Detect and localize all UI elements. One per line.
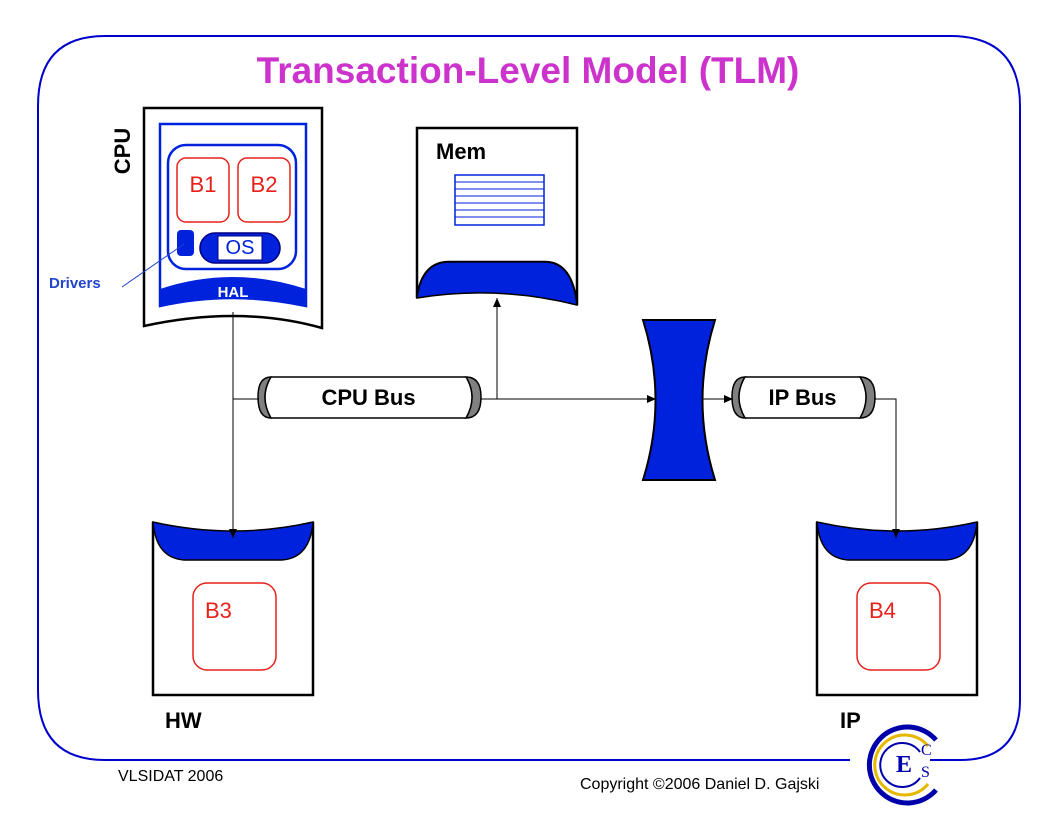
logo-letter-s: S	[921, 764, 930, 781]
ip-bus-interface	[816, 521, 978, 561]
logo-letter-e: E	[896, 752, 913, 778]
drivers-pointer	[121, 243, 185, 288]
hal-label: HAL	[217, 284, 249, 301]
block-b1	[176, 157, 230, 223]
cpu-label: CPU	[110, 127, 136, 175]
block-b1-label: B1	[189, 172, 217, 197]
slide-title: Transaction-Level Model (TLM)	[256, 50, 800, 91]
drivers-label: Drivers	[49, 275, 101, 292]
driver-block	[177, 230, 194, 256]
block-b3-label: B3	[205, 598, 232, 623]
bus-bridge	[641, 319, 717, 481]
footer-copyright: Copyright ©2006 Daniel D. Gajski	[580, 776, 820, 793]
cpu-bus	[257, 376, 482, 419]
mem-label: Mem	[436, 139, 487, 164]
os-label: OS	[225, 237, 255, 259]
mem-component	[415, 126, 579, 306]
ip-component	[815, 521, 979, 697]
ip-bus-to-ip-line	[875, 398, 900, 538]
connections	[229, 298, 900, 538]
block-b2-label: B2	[250, 172, 278, 197]
block-b3	[192, 582, 277, 671]
hw-component	[151, 521, 315, 697]
logo-letter-c-top: C	[921, 742, 932, 759]
ip-bus	[731, 376, 876, 419]
cecs-logo	[866, 724, 938, 806]
slide-frame	[37, 35, 1021, 761]
cpu-bus-label: CPU Bus	[321, 385, 416, 410]
os-label-box	[217, 235, 263, 261]
block-b2	[237, 157, 291, 223]
footer-left: VLSIDAT 2006	[118, 768, 224, 785]
ip-bus-label: IP Bus	[768, 385, 837, 410]
hw-bus-interface	[152, 521, 314, 561]
ip-label: IP	[840, 708, 861, 733]
block-b4	[856, 582, 941, 671]
hw-label: HW	[165, 708, 202, 733]
block-b4-label: B4	[869, 598, 896, 623]
hal-band	[160, 277, 306, 306]
cpu-component	[121, 106, 324, 330]
mem-bus-interface	[416, 261, 578, 306]
